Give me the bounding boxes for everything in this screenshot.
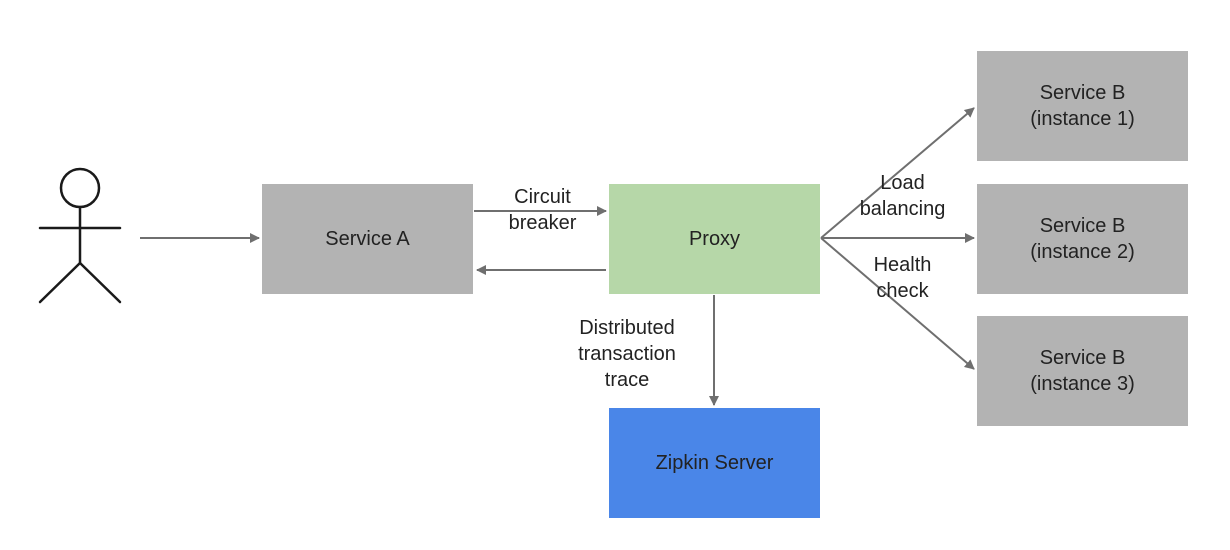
circuit-breaker-label: Circuit breaker xyxy=(508,186,577,234)
arrow-proxy-to-service-b-3 xyxy=(820,237,975,370)
service-a-box: Service A xyxy=(262,184,473,294)
arrow-proxy-to-service-b-1 xyxy=(820,107,975,239)
service-b-instance-1-label: Service B (instance 1) xyxy=(1030,82,1135,130)
service-b-instance-3-label: Service B (instance 3) xyxy=(1030,347,1135,395)
zipkin-server-label: Zipkin Server xyxy=(655,452,774,474)
service-b-instance-1-box: Service B (instance 1) xyxy=(977,51,1188,161)
proxy-label: Proxy xyxy=(688,228,741,250)
load-balancing-label: Load balancing xyxy=(859,172,946,220)
stick-figure-icon xyxy=(38,167,122,304)
service-b-instance-2-box: Service B (instance 2) xyxy=(977,184,1188,294)
proxy-box: Proxy xyxy=(609,184,820,294)
health-check-label: Health check xyxy=(873,254,932,302)
service-a-label: Service A xyxy=(325,228,410,250)
distributed-trace-label: Distributed transaction trace xyxy=(578,317,676,391)
service-b-instance-2-label: Service B (instance 2) xyxy=(1030,215,1135,263)
service-b-instance-3-box: Service B (instance 3) xyxy=(977,316,1188,426)
zipkin-server-box: Zipkin Server xyxy=(609,408,820,518)
